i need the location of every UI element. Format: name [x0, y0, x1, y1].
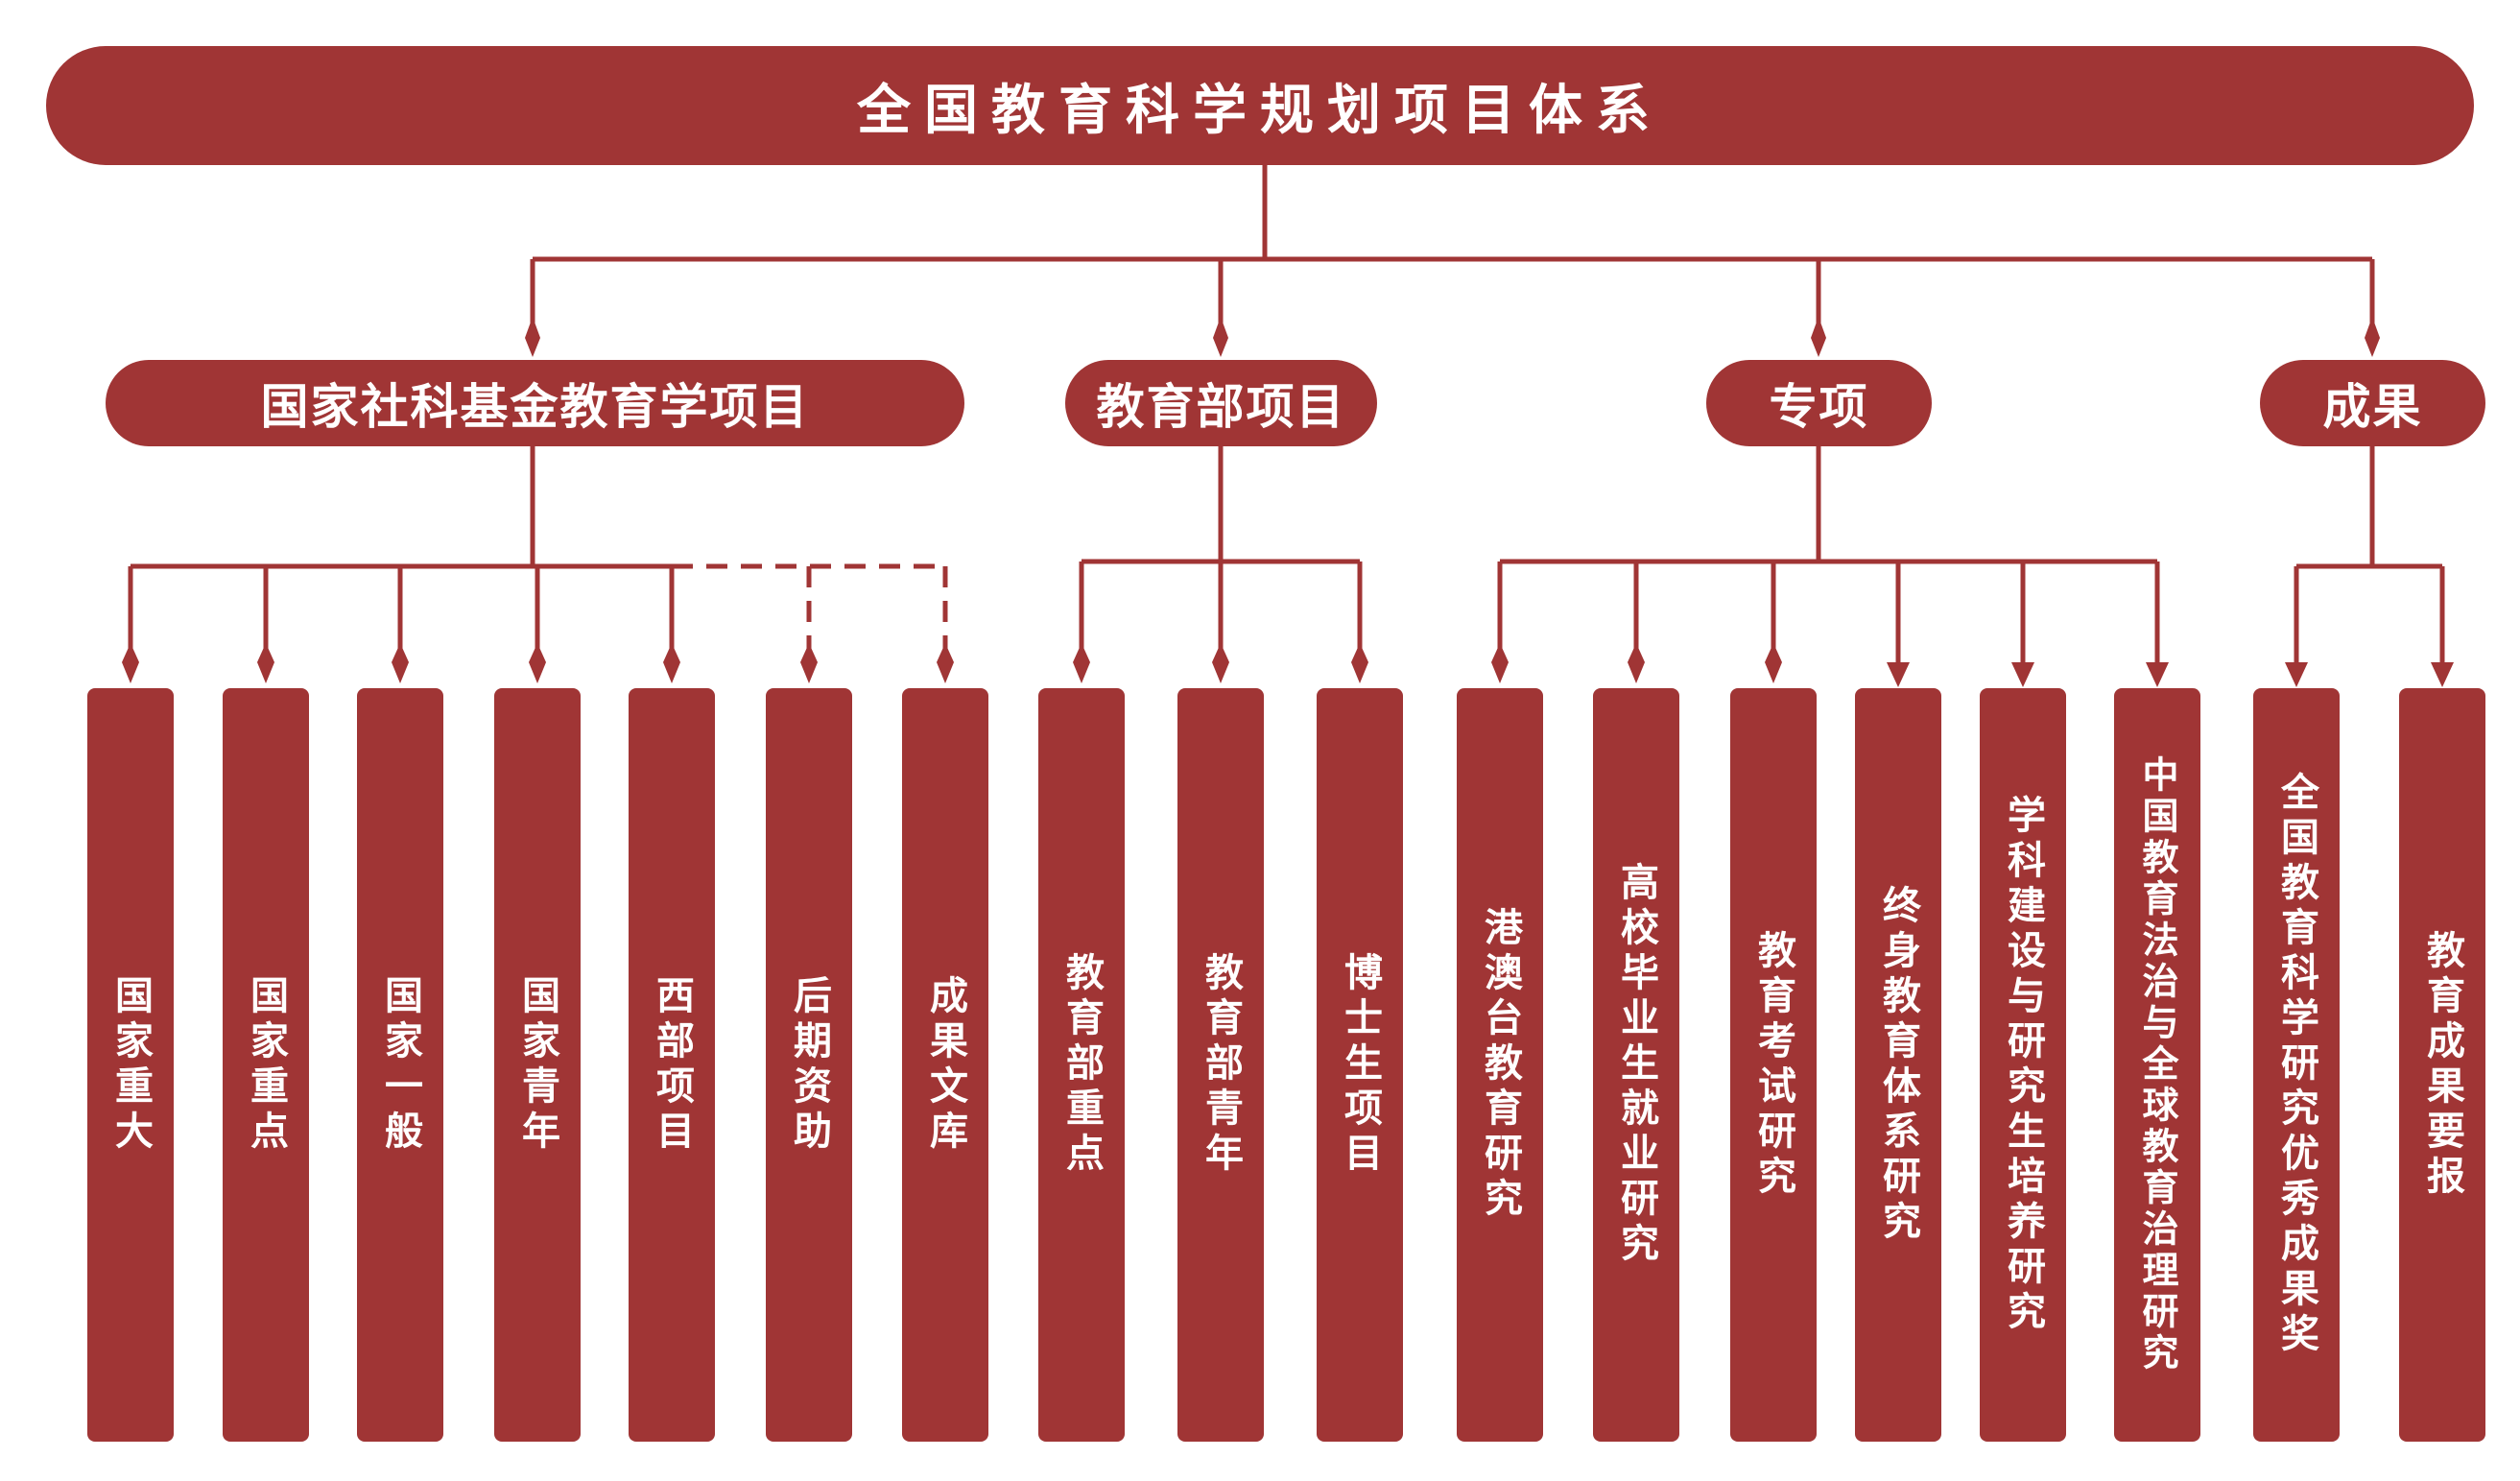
leaf-box: 终身教育体系研究	[1855, 688, 1941, 1442]
leaf-box: 教育考试研究	[1730, 688, 1817, 1442]
leaf-box: 国家重大	[87, 688, 174, 1442]
leaf-label: 国家青年	[515, 974, 559, 1156]
leaf-label: 教育部重点	[1059, 952, 1104, 1178]
leaf-label: 教育成果要报	[2420, 929, 2464, 1201]
leaf-box: 教育成果要报	[2399, 688, 2485, 1442]
leaf-label: 后期资助	[787, 974, 831, 1156]
leaf-box: 国家青年	[494, 688, 581, 1442]
root-title: 全国教育科学规划项目体系	[46, 46, 2474, 165]
leaf-box: 博士生项目	[1317, 688, 1403, 1442]
leaf-label: 中国教育法治与全球教育治理研究	[2136, 755, 2178, 1374]
leaf-box: 中国教育法治与全球教育治理研究	[2114, 688, 2200, 1442]
category-national-social-science: 国家社科基金教育学项目	[106, 360, 964, 446]
leaf-label: 博士生项目	[1338, 952, 1382, 1178]
category-special-projects: 专项	[1706, 360, 1932, 446]
category-achievements: 成果	[2260, 360, 2485, 446]
leaf-label: 国家重点	[244, 974, 288, 1156]
leaf-label: 终身教育体系研究	[1876, 884, 1920, 1246]
leaf-box: 港澳台教育研究	[1457, 688, 1543, 1442]
category-ministry-of-education: 教育部项目	[1065, 360, 1377, 446]
leaf-label: 全国教育科学研究优秀成果奖	[2274, 772, 2318, 1358]
leaf-label: 港澳台教育研究	[1478, 907, 1522, 1223]
leaf-label: 国家重大	[108, 974, 153, 1156]
leaf-label: 教育部青年	[1199, 952, 1243, 1178]
leaf-label: 西部项目	[650, 974, 694, 1156]
leaf-box: 国家重点	[223, 688, 309, 1442]
leaf-box: 学科建设与研究生培养研究	[1980, 688, 2066, 1442]
leaf-box: 全国教育科学研究优秀成果奖	[2253, 688, 2340, 1442]
leaf-box: 教育部重点	[1038, 688, 1125, 1442]
leaf-label: 国家一般	[378, 974, 422, 1156]
leaf-box: 成果文库	[902, 688, 988, 1442]
leaf-label: 教育考试研究	[1751, 929, 1795, 1201]
leaf-label: 高校毕业生就业研究	[1614, 862, 1658, 1268]
leaf-box: 后期资助	[766, 688, 852, 1442]
leaf-box: 高校毕业生就业研究	[1593, 688, 1679, 1442]
leaf-box: 西部项目	[629, 688, 715, 1442]
leaf-box: 教育部青年	[1177, 688, 1264, 1442]
leaf-label: 成果文库	[923, 974, 967, 1156]
leaf-box: 国家一般	[357, 688, 443, 1442]
leaf-label: 学科建设与研究生培养研究	[2001, 794, 2045, 1336]
